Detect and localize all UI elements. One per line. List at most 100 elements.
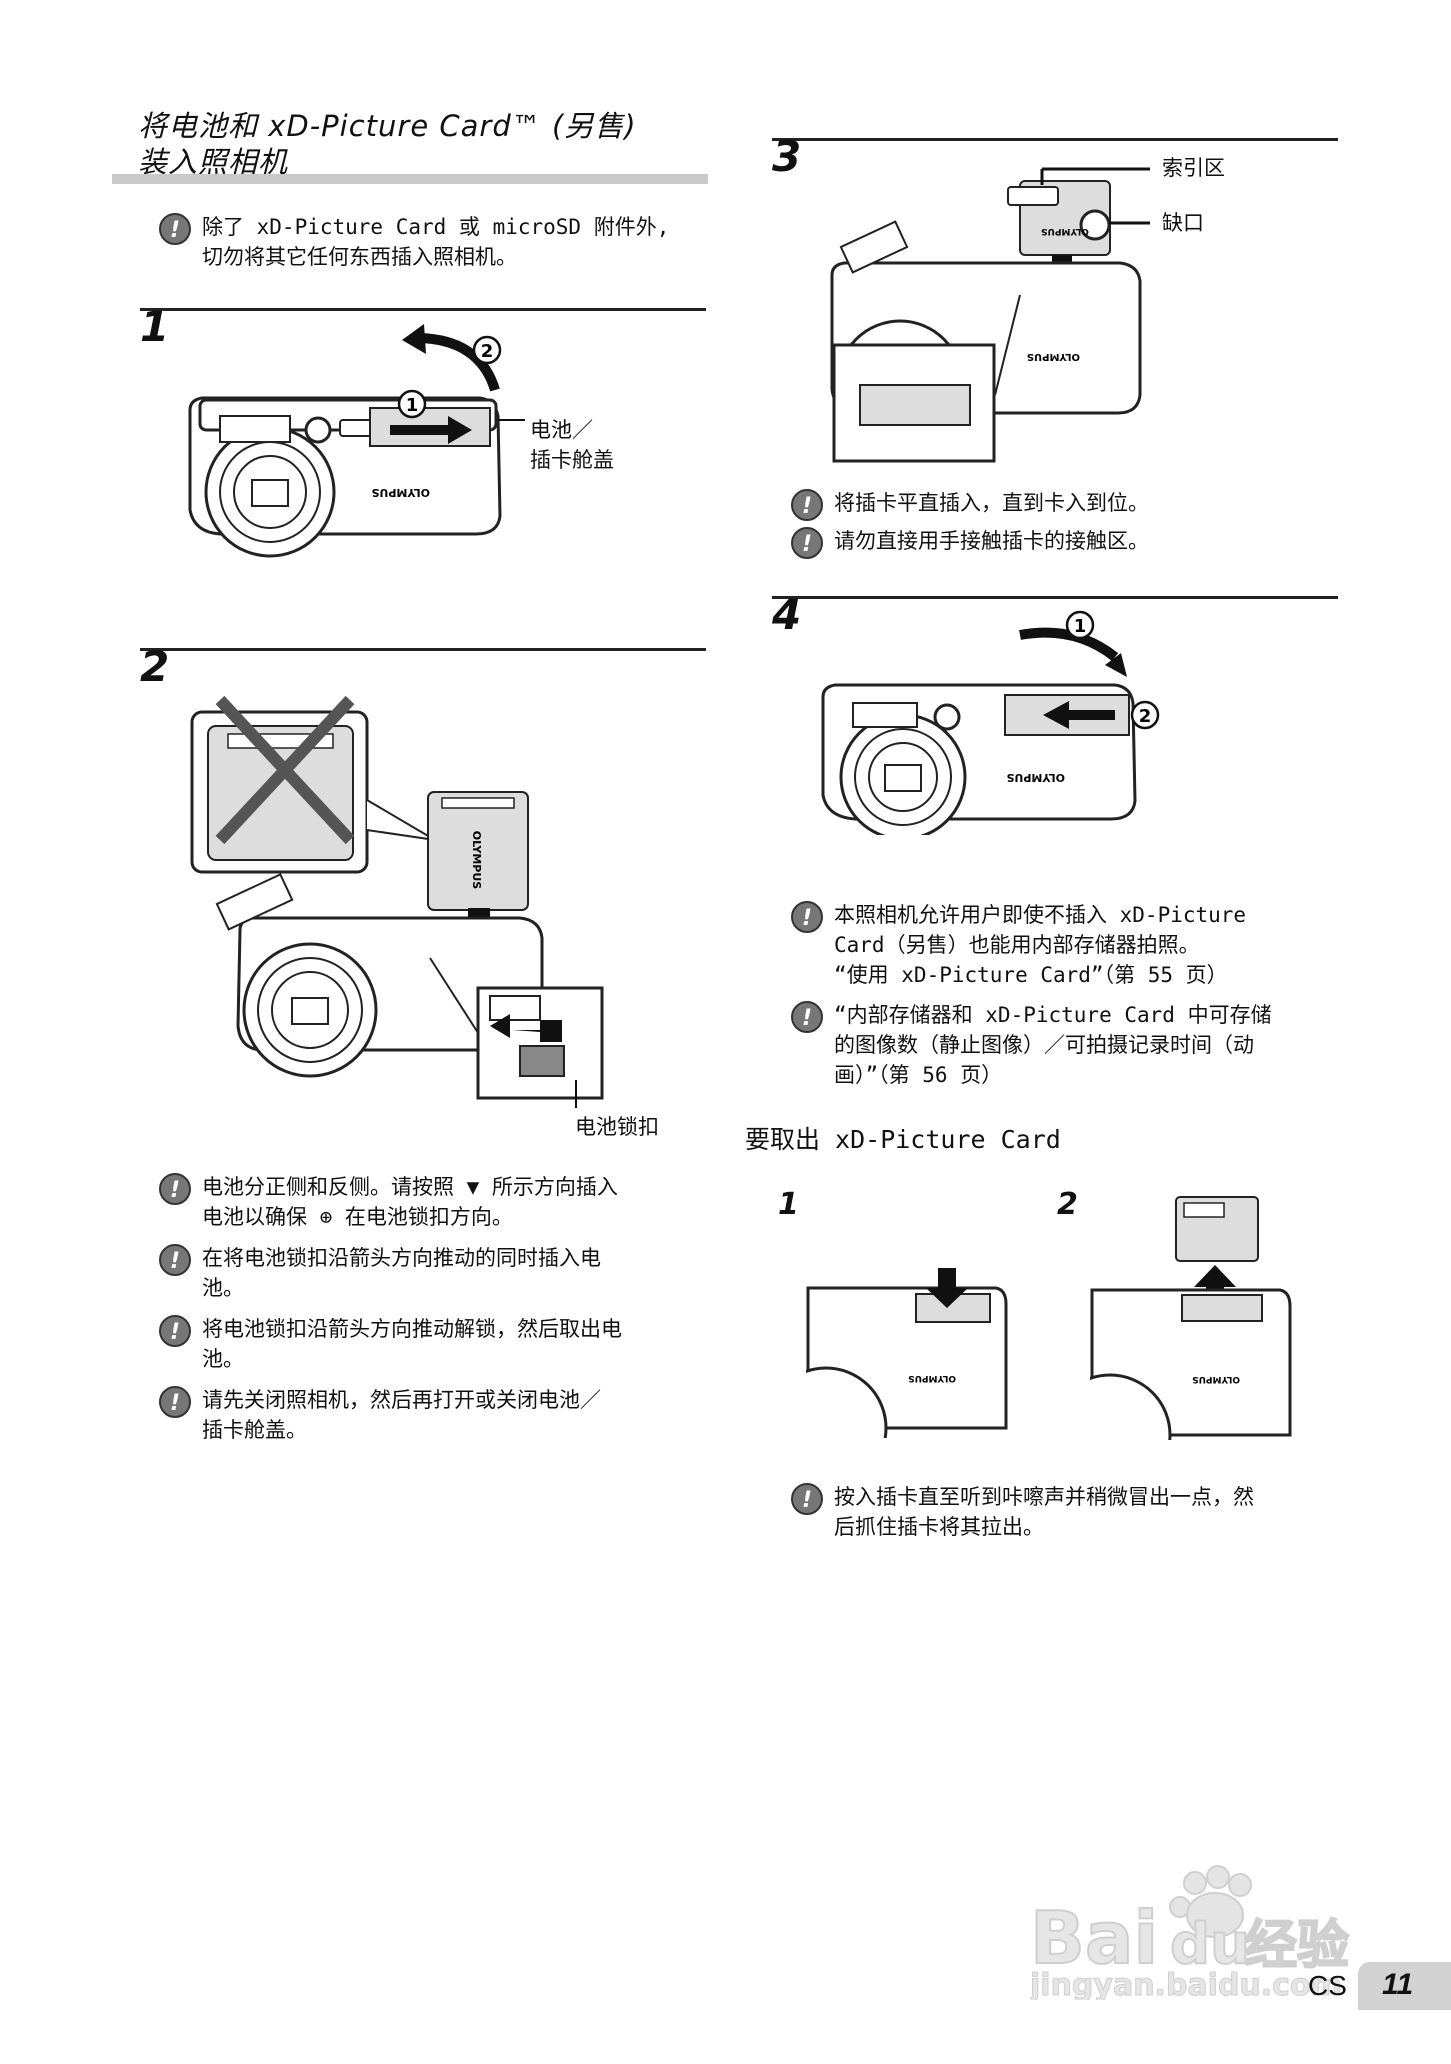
svg-text:jingyan.baidu.com: jingyan.baidu.com [1030, 1968, 1342, 2000]
step-3-note-1: ! 将插卡平直插入，直到卡入到位。 [790, 488, 1350, 521]
camera-brand-text: OLYMPUS [1027, 351, 1080, 362]
footer-lang: CS [1308, 1970, 1347, 2001]
step-2-note-2-line-2: 池。 [202, 1276, 244, 1300]
step-3-rule [772, 138, 1338, 141]
camera-brand-text: OLYMPUS [371, 486, 430, 499]
svg-text:!: ! [170, 1320, 180, 1345]
step-1-circle-1: 1 [406, 395, 419, 416]
step-4-note-1-line-2: Card（另售）也能用内部存储器拍照。 [834, 933, 1200, 957]
title-line-1: 将电池和 xD-Picture Card™ (另售) [138, 109, 637, 143]
remove-note-line-1: 按入插卡直至听到咔嚓声并稍微冒出一点，然 [834, 1485, 1254, 1509]
caution-icon: ! [791, 1483, 823, 1515]
step-4-circle-1: 1 [1074, 616, 1087, 637]
title-line-2: 装入照相机 [138, 145, 289, 179]
svg-text:!: ! [802, 1006, 812, 1031]
step-4-note-2-line-1: “内部存储器和 xD-Picture Card 中可存储 [834, 1003, 1272, 1027]
svg-text:Bai: Bai [1030, 1896, 1158, 1980]
step-4-note-2: ! “内部存储器和 xD-Picture Card 中可存储 的图像数（静止图像… [790, 1000, 1350, 1092]
step-2-note-3: ! 将电池锁扣沿箭头方向推动解锁，然后取出电 池。 [158, 1314, 718, 1376]
step-1-label-line-2: 插卡舱盖 [530, 448, 614, 472]
caution-icon: ! [791, 489, 823, 521]
remove-step-1-number: 1 [778, 1187, 799, 1222]
svg-text:!: ! [170, 1249, 180, 1274]
title-underline [112, 174, 708, 184]
battery-brand-text: OLYMPUS [470, 831, 483, 890]
intro-note-line-2: 切勿将其它任何东西插入照相机。 [202, 245, 517, 269]
svg-text:du: du [1170, 1912, 1250, 1977]
step-1-number: 1 [140, 302, 170, 351]
step-2-note-4: ! 请先关闭照相机，然后再打开或关闭电池／ 插卡舱盖。 [158, 1385, 718, 1447]
step-2-note-1-line-2: 电池以确保 ⊕ 在电池锁扣方向。 [202, 1205, 513, 1229]
step-4-note-1-line-3: “使用 xD-Picture Card”（第 55 页） [834, 963, 1228, 987]
push-card-arrow-icon [926, 1268, 968, 1308]
card-brand-text: OLYMPUS [1041, 226, 1089, 236]
step-2-note-4-line-1: 请先关闭照相机，然后再打开或关闭电池／ [202, 1388, 601, 1412]
step-4-note-2-line-2: 的图像数（静止图像）／可拍摄记录时间（动 [834, 1033, 1254, 1057]
remove-step-1-illustration: OLYMPUS [806, 1268, 1008, 1438]
caution-icon: ! [159, 213, 191, 245]
caution-icon: ! [159, 1386, 191, 1418]
step-4-circle-2: 2 [1139, 706, 1152, 727]
camera-brand-text: OLYMPUS [1006, 771, 1065, 784]
step-2-note-2: ! 在将电池锁扣沿箭头方向推动的同时插入电 池。 [158, 1243, 718, 1305]
step-1-illustration: OLYMPUS 1 2 [188, 324, 525, 558]
step-3-number: 3 [772, 132, 802, 181]
step-4-note-1-line-1: 本照相机允许用户即使不插入 xD-Picture [834, 903, 1247, 927]
notch-label: 缺口 [1162, 211, 1204, 235]
step-4-rule [772, 596, 1338, 599]
step-4-note-1: ! 本照相机允许用户即使不插入 xD-Picture Card（另售）也能用内部… [790, 900, 1350, 992]
step-2-note-2-line-1: 在将电池锁扣沿箭头方向推动的同时插入电 [202, 1246, 601, 1270]
index-area-label: 索引区 [1162, 156, 1225, 180]
step-2-number: 2 [140, 642, 170, 691]
svg-text:!: ! [170, 218, 180, 243]
step-3-note-1-line-1: 将插卡平直插入，直到卡入到位。 [834, 491, 1149, 515]
wrong-x-icon [215, 695, 355, 845]
svg-text:!: ! [802, 1488, 812, 1513]
page-number-tab: 11 [1358, 1962, 1451, 2010]
caution-icon: ! [159, 1244, 191, 1276]
remove-step-2-number: 2 [1057, 1187, 1078, 1222]
camera-brand-text: OLYMPUS [1192, 1374, 1240, 1384]
caution-icon: ! [791, 1001, 823, 1033]
pull-card-arrow-icon [1194, 1265, 1236, 1307]
step-2-note-1: ! 电池分正侧和反侧。请按照 ▼ 所示方向插入 电池以确保 ⊕ 在电池锁扣方向。 [158, 1172, 718, 1234]
step-2-note-3-line-1: 将电池锁扣沿箭头方向推动解锁，然后取出电 [202, 1317, 622, 1341]
page-number: 11 [1382, 1968, 1414, 2001]
step-1-circle-2: 2 [481, 341, 494, 362]
caution-icon: ! [159, 1173, 191, 1205]
step-4-number: 4 [772, 590, 802, 639]
svg-text:经验: 经验 [1245, 1916, 1349, 1976]
step-1-rule [140, 308, 706, 311]
step-3-illustration: OLYMPUS OLYMPUS [830, 167, 1150, 463]
svg-text:!: ! [802, 494, 812, 519]
step-3-note-2-line-1: 请勿直接用手接触插卡的接触区。 [834, 529, 1149, 553]
page-title: 将电池和 xD-Picture Card™ (另售) 装入照相机 [138, 108, 698, 180]
step-1-label: 电池／ 插卡舱盖 [530, 415, 614, 475]
step-3-note-2: ! 请勿直接用手接触插卡的接触区。 [790, 526, 1350, 559]
caution-icon: ! [791, 901, 823, 933]
caution-icon: ! [159, 1315, 191, 1347]
step-1-label-line-1: 电池／ [530, 418, 593, 442]
step-2-note-4-line-2: 插卡舱盖。 [202, 1418, 307, 1442]
baidu-watermark-logo: Bai du 经验 jingyan.baidu.com [1030, 1865, 1350, 2000]
step-2-note-3-line-2: 池。 [202, 1347, 244, 1371]
caution-icon: ! [791, 527, 823, 559]
step-4-note-2-line-3: 画）”（第 56 页） [834, 1063, 1003, 1087]
svg-text:!: ! [170, 1178, 180, 1203]
camera-brand-text: OLYMPUS [908, 1373, 956, 1383]
svg-text:!: ! [170, 1391, 180, 1416]
battery-lock-label: 电池锁扣 [575, 1115, 659, 1139]
step-4-illustration: OLYMPUS 1 2 [821, 610, 1160, 835]
step-2-illustration: OLYMPUS [190, 695, 604, 1108]
remove-card-heading: 要取出 xD-Picture Card [745, 1125, 1061, 1154]
remove-note: ! 按入插卡直至听到咔嚓声并稍微冒出一点，然 后抓住插卡将其拉出。 [790, 1482, 1350, 1544]
intro-note-line-1: 除了 xD-Picture Card 或 microSD 附件外, [202, 215, 670, 239]
remove-step-2-illustration: OLYMPUS [1090, 1196, 1292, 1440]
svg-text:!: ! [802, 906, 812, 931]
lock-arrow-icon [490, 1014, 510, 1038]
intro-note: ! 除了 xD-Picture Card 或 microSD 附件外, 切勿将其… [158, 212, 718, 274]
step-2-rule [140, 648, 706, 651]
step-2-note-1-line-1: 电池分正侧和反侧。请按照 ▼ 所示方向插入 [202, 1175, 618, 1199]
svg-text:!: ! [802, 532, 812, 557]
remove-note-line-2: 后抓住插卡将其拉出。 [834, 1515, 1044, 1539]
